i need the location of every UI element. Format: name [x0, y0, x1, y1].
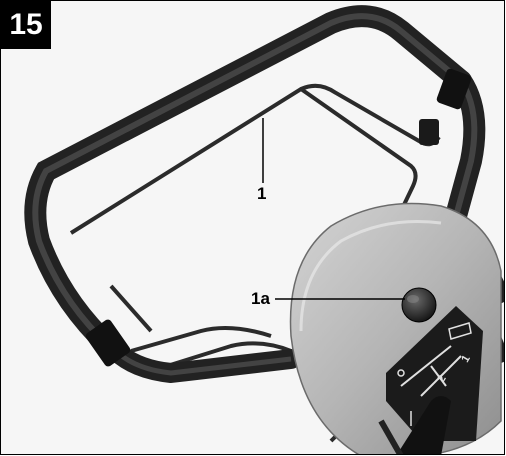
callout-label-1a: 1a [251, 289, 270, 308]
height-adjust-diagram-icon [386, 306, 483, 441]
callout-label-1: 1 [257, 184, 267, 203]
figure-number-badge: 15 [1, 1, 51, 49]
adjustment-knob [401, 287, 437, 323]
